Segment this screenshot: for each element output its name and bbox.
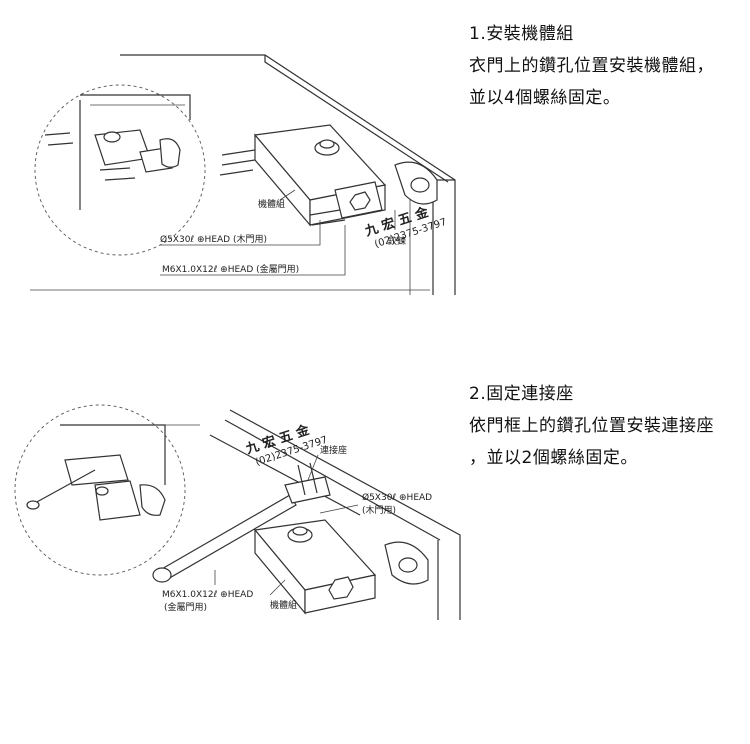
step2-installation-diagram: 連接座 Ø5X30ℓ ⊕HEAD (木門用) M6X1.0X12ℓ ⊕HEAD … xyxy=(14,404,461,620)
door-frame xyxy=(60,409,461,620)
body-label: 機體組 xyxy=(258,198,285,210)
closer-arm xyxy=(152,476,331,583)
metal-screw-label-1: M6X1.0X12ℓ ⊕HEAD xyxy=(162,590,253,600)
wood-screw-label-1: Ø5X30ℓ ⊕HEAD xyxy=(362,492,432,503)
hinge-label: 鉸鍊 xyxy=(388,235,406,247)
step1-installation-diagram: 機體組 Ø5X30ℓ ⊕HEAD (木門用) M6X1.0X12ℓ ⊕HEAD … xyxy=(30,54,456,295)
step1-instructions: 1.安裝機體組 衣門上的鑽孔位置安裝機體組， 並以4個螺絲固定。 xyxy=(469,18,714,114)
metal-screw-label-2: (金屬門用) xyxy=(164,601,207,613)
hinge xyxy=(394,161,438,205)
step1-line2: 並以4個螺絲固定。 xyxy=(469,88,621,108)
detail-magnifier xyxy=(14,404,186,576)
step2-heading: 2.固定連接座 xyxy=(469,384,574,404)
wood-screw-label: Ø5X30ℓ ⊕HEAD (木門用) xyxy=(160,233,267,245)
body-label: 機體組 xyxy=(270,599,297,611)
step1-heading: 1.安裝機體組 xyxy=(469,24,574,44)
bracket-label: 連接座 xyxy=(320,444,347,456)
closer-body-detail xyxy=(44,129,181,181)
step2-instructions: 2.固定連接座 依門框上的鑽孔位置安裝連接座 ，並以2個螺絲固定。 xyxy=(469,378,714,474)
detail-magnifier xyxy=(34,84,206,256)
closer-body xyxy=(253,124,387,227)
wood-screw-label-2: (木門用) xyxy=(362,504,396,516)
door-panel xyxy=(30,54,456,295)
closer-body xyxy=(253,519,377,615)
hinge xyxy=(384,541,429,585)
step1-line1: 衣門上的鑽孔位置安裝機體組， xyxy=(469,56,714,76)
step2-line2: ，並以2個螺絲固定。 xyxy=(469,448,638,468)
metal-screw-label: M6X1.0X12ℓ ⊕HEAD (金屬門用) xyxy=(162,263,299,275)
step2-line1: 依門框上的鑽孔位置安裝連接座 xyxy=(469,416,714,436)
screws xyxy=(219,149,346,226)
